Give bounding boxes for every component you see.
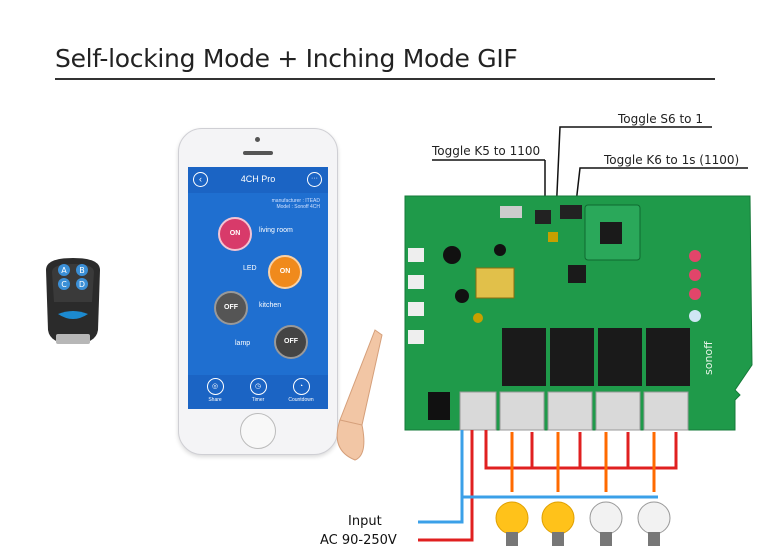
back-icon[interactable]: ‹ <box>193 172 208 187</box>
device-info: manufacturer : ITEAD Model : Sonoff 4CH <box>272 198 320 210</box>
remote-label-d: D <box>79 280 85 289</box>
app-bottom-bar: ◎ Share ◷ Timer ◔ Countdown <box>188 375 328 409</box>
relay-1 <box>502 328 546 386</box>
channel-2-toggle[interactable]: ON <box>268 255 302 289</box>
bulb-3-off <box>589 501 623 546</box>
relay-4 <box>646 328 690 386</box>
manufacturer-text: manufacturer : ITEAD <box>271 198 320 204</box>
earpiece <box>243 151 273 155</box>
title-divider <box>55 78 715 80</box>
more-icon[interactable]: ··· <box>307 172 322 187</box>
callout-k6: Toggle K6 to 1s (1100) <box>604 153 740 167</box>
sonoff-4ch-board: sonoff <box>404 195 753 431</box>
countdown-button[interactable]: ◔ Countdown <box>286 378 316 403</box>
app-title: 4CH Pro <box>240 174 276 184</box>
relay-2 <box>550 328 594 386</box>
model-text: Model : Sonoff 4CH <box>276 204 320 210</box>
share-label: Share <box>208 397 222 403</box>
callout-lines <box>432 126 748 238</box>
remote-button-b[interactable] <box>76 264 88 276</box>
pointing-hand <box>336 329 383 461</box>
app-header: ‹ 4CH Pro ··· <box>188 167 328 193</box>
input-label: Input <box>348 514 382 529</box>
app-screen: ‹ 4CH Pro ··· manufacturer : ITEAD Model… <box>188 167 328 409</box>
share-button[interactable]: ◎ Share <box>200 378 230 403</box>
relay-3 <box>598 328 642 386</box>
front-camera <box>255 137 260 142</box>
wiring <box>418 430 678 542</box>
countdown-icon: ◔ <box>292 378 310 395</box>
voltage-label: AC 90-250V <box>320 533 397 548</box>
channel-3-toggle[interactable]: OFF <box>214 291 248 325</box>
channel-4-toggle[interactable]: OFF <box>274 325 308 359</box>
remote-button-a[interactable] <box>58 264 70 276</box>
channel-1-toggle[interactable]: ON <box>218 217 252 251</box>
channel-1-label: living room <box>259 227 293 234</box>
remote-label-a: A <box>61 266 67 275</box>
channel-4-label: lamp <box>235 340 251 347</box>
home-button[interactable] <box>240 413 276 449</box>
bulb-4-off <box>637 501 671 546</box>
timer-icon: ◷ <box>249 378 267 395</box>
remote-label-c: C <box>61 280 67 289</box>
channel-2-label: LED <box>243 265 257 272</box>
remote-label-b: B <box>79 266 85 275</box>
page-title: Self-locking Mode + Inching Mode GIF <box>55 44 518 73</box>
bulb-2-on <box>541 501 575 546</box>
smartphone: ‹ 4CH Pro ··· manufacturer : ITEAD Model… <box>178 128 338 455</box>
callout-s6: Toggle S6 to 1 <box>618 112 703 126</box>
remote-button-c[interactable] <box>58 278 70 290</box>
timer-label: Timer <box>251 397 265 403</box>
rf-remote: A B C D <box>46 258 100 344</box>
share-icon: ◎ <box>206 378 224 395</box>
callout-k5: Toggle K5 to 1100 <box>432 144 541 158</box>
bulb-1-on <box>495 501 529 546</box>
countdown-label: Countdown <box>288 397 314 403</box>
timer-button[interactable]: ◷ Timer <box>243 378 273 403</box>
remote-button-d[interactable] <box>76 278 88 290</box>
channel-3-label: kitchen <box>259 302 282 309</box>
board-brand: sonoff <box>702 341 715 375</box>
